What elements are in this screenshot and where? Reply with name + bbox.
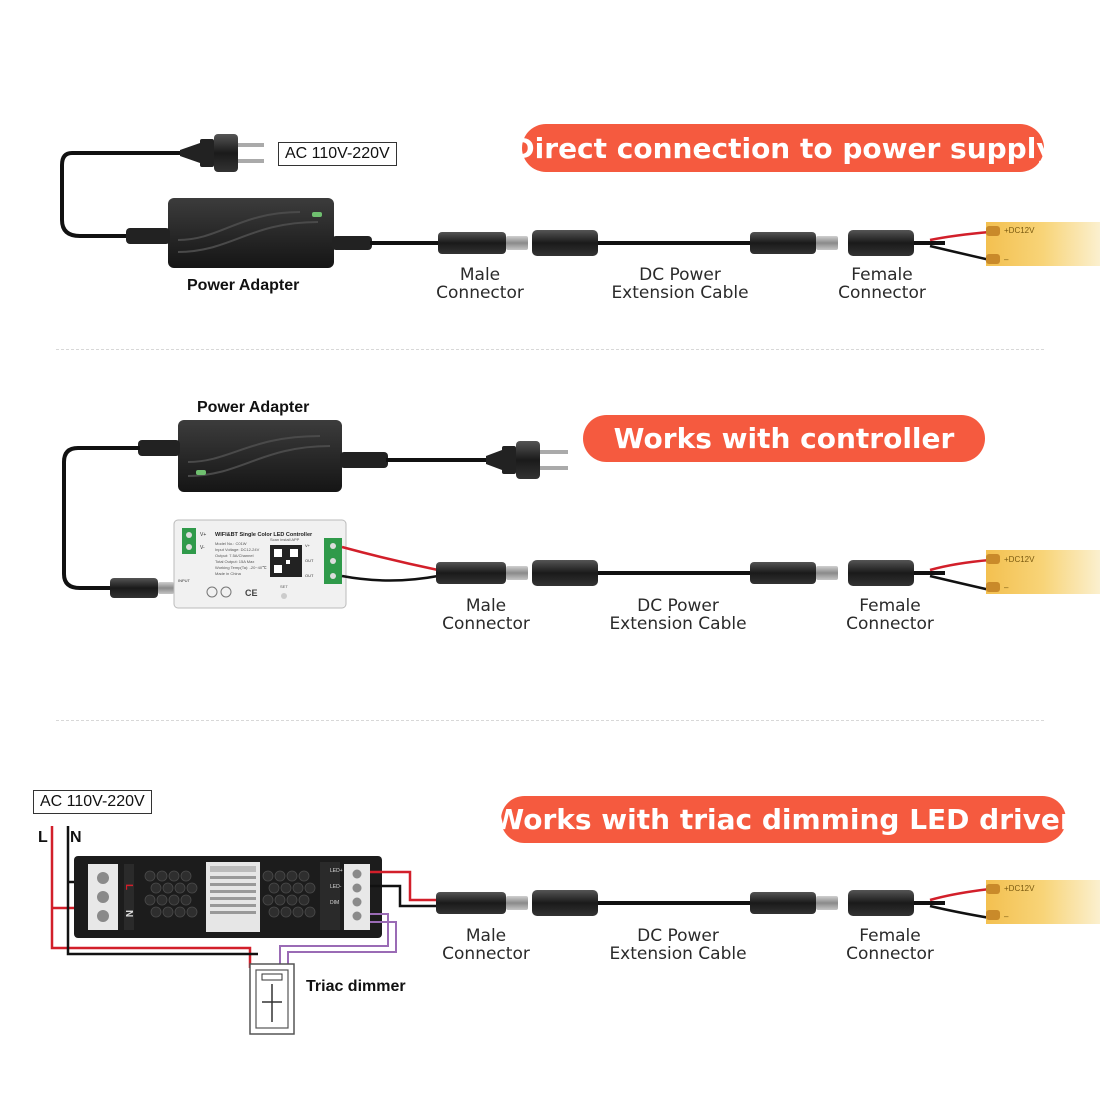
svg-text:V-: V- (200, 545, 205, 551)
neutral-wire (66, 826, 258, 956)
male-connector-2 (436, 562, 528, 584)
svg-text:–: – (1004, 583, 1009, 592)
svg-text:V+: V+ (200, 532, 206, 538)
section-divider-2 (56, 720, 1044, 721)
svg-text:Input Voltage: DC12-24V: Input Voltage: DC12-24V (215, 547, 260, 552)
strip-voltage-label-2: +DC12V (1004, 555, 1035, 564)
svg-text:Total Output: 15A Max: Total Output: 15A Max (215, 559, 254, 564)
svg-text:L: L (123, 884, 134, 890)
led-strip-2: +DC12V – (986, 550, 1100, 594)
section-controller: V+ V- WIFI&BT Single Color LED Controlle… (62, 420, 1100, 609)
svg-text:LED+: LED+ (330, 868, 343, 874)
svg-text:CE: CE (245, 588, 258, 598)
power-adapter-2 (138, 420, 388, 492)
ac-cable (60, 151, 182, 238)
svg-text:Model No.: C01W: Model No.: C01W (215, 541, 247, 546)
live-wire (50, 826, 252, 968)
female-connector-3 (848, 887, 991, 920)
led-strip-3: +DC12V – (986, 880, 1100, 924)
svg-text:V+: V+ (305, 543, 311, 548)
ac-plug (180, 134, 264, 172)
svg-text:INPUT: INPUT (178, 578, 191, 583)
svg-text:DIM: DIM (330, 900, 339, 906)
ac-plug-2 (486, 441, 568, 479)
svg-text:–: – (1004, 255, 1009, 264)
led-controller: V+ V- WIFI&BT Single Color LED Controlle… (173, 519, 347, 609)
led-strip: +DC12V – (986, 222, 1100, 266)
strip-voltage-label: +DC12V (1004, 226, 1035, 235)
triac-dimmer (249, 963, 295, 1035)
led-driver: L N (74, 856, 382, 938)
female-connector-2 (848, 558, 991, 592)
male-connector-3 (436, 892, 528, 914)
svg-text:Working Temp(Ta): -20~40℃: Working Temp(Ta): -20~40℃ (215, 565, 267, 570)
live-label: L (38, 829, 48, 846)
ac-voltage-label: AC 110V-220V (278, 142, 397, 166)
female-connector (848, 230, 991, 262)
section-title-direct: Direct connection to power supply (511, 124, 1055, 172)
section-triac-driver: L N (50, 826, 1100, 1035)
svg-text:OUT: OUT (305, 558, 314, 563)
controller-title: WIFI&BT Single Color LED Controller (215, 532, 313, 538)
svg-text:LED-: LED- (330, 884, 342, 890)
svg-text:OUT: OUT (305, 573, 314, 578)
power-adapter (126, 198, 372, 268)
extension-cable-3 (532, 890, 838, 916)
extension-cable (532, 230, 838, 256)
svg-text:SET: SET (280, 584, 288, 589)
svg-text:Scan install APP: Scan install APP (270, 537, 300, 542)
driver-honeycomb (144, 870, 316, 918)
power-adapter-label: Power Adapter (187, 277, 300, 294)
power-adapter-label-2: Power Adapter (197, 399, 310, 416)
section-title-triac: Works with triac dimming LED driver (493, 796, 1074, 843)
section-divider-1 (56, 349, 1044, 350)
svg-text:Output: 7.5A/Channel: Output: 7.5A/Channel (215, 553, 254, 558)
ac-voltage-label-3: AC 110V-220V (33, 790, 152, 814)
svg-text:–: – (1004, 912, 1009, 921)
section-direct-connection: +DC12V – (60, 134, 1100, 268)
male-connector (438, 232, 528, 254)
svg-text:N: N (123, 910, 134, 917)
section-title-controller: Works with controller (583, 415, 985, 462)
svg-text:Made in China: Made in China (215, 571, 242, 576)
triac-dimmer-label: Triac dimmer (306, 978, 406, 995)
neutral-label: N (70, 829, 82, 846)
extension-cable-2 (532, 560, 838, 586)
strip-voltage-label-3: +DC12V (1004, 884, 1035, 893)
